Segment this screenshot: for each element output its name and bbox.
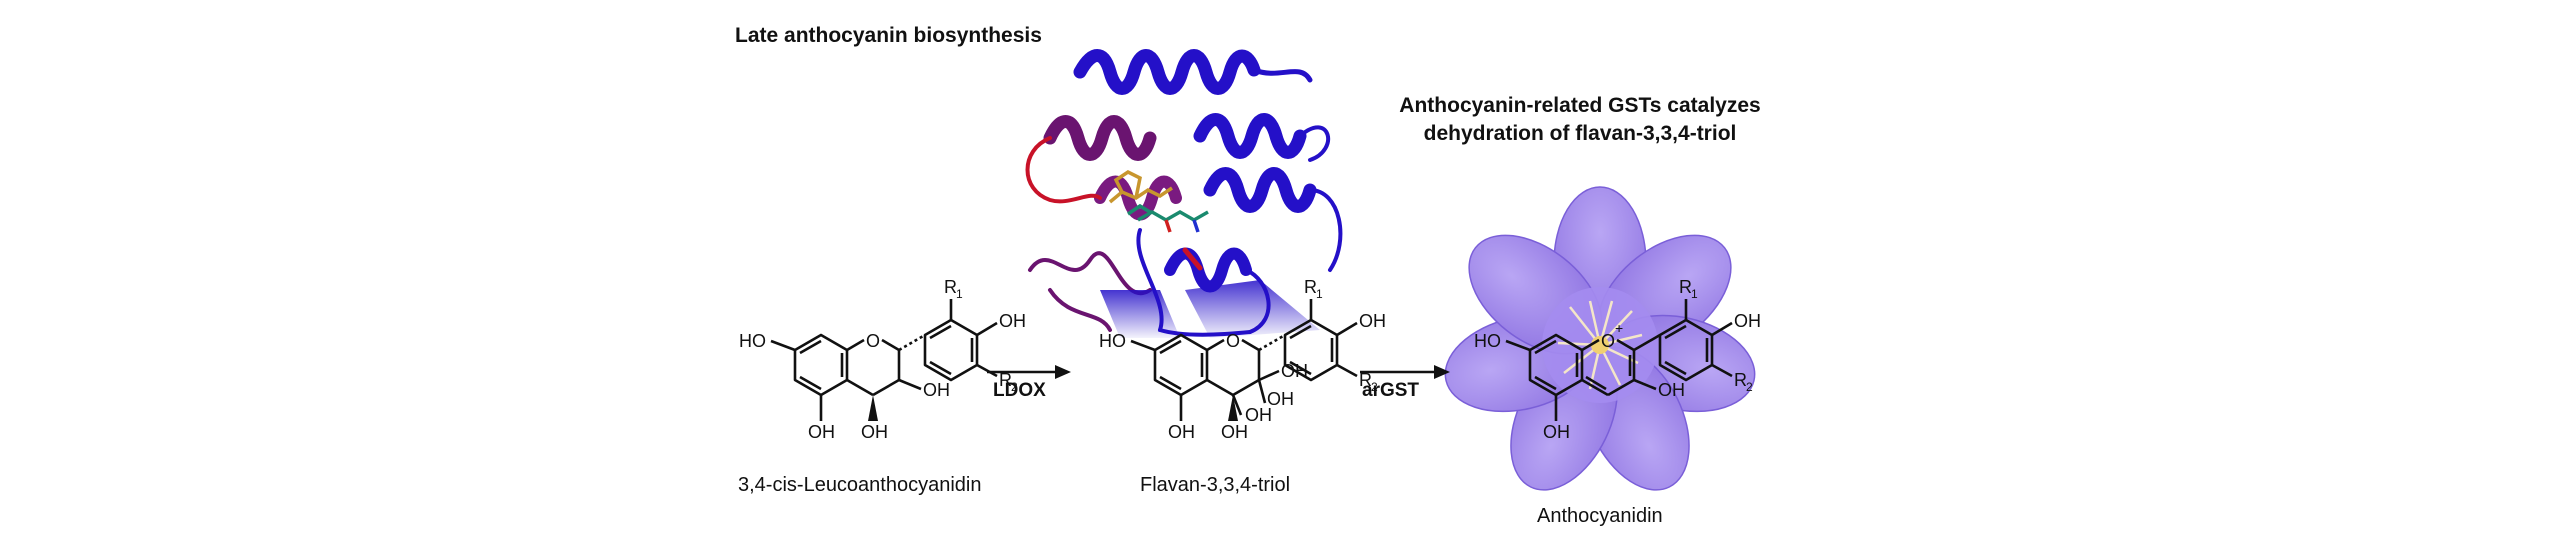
c3-oh3: OH bbox=[1658, 380, 1685, 400]
c1-r1: R bbox=[944, 277, 957, 297]
annotation-line-2: dehydration of flavan-3,3,4-triol bbox=[1423, 122, 1737, 145]
c1-oh5: OH bbox=[808, 422, 835, 442]
c2-r2: R bbox=[1359, 370, 1372, 390]
caption-anthocyanidin: Anthocyanidin bbox=[1537, 505, 1663, 527]
c1-oh3: OH bbox=[923, 380, 950, 400]
c2-oh3a: OH bbox=[1281, 361, 1308, 381]
c2-oh4b: OH bbox=[1245, 405, 1272, 425]
c3-oh4p: OH bbox=[1734, 311, 1761, 331]
c3-r1: R bbox=[1679, 277, 1692, 297]
c3-r2-sub: 2 bbox=[1746, 380, 1753, 394]
c2-r2-sub: 2 bbox=[1371, 380, 1378, 394]
c2-ho7: HO bbox=[1099, 331, 1126, 351]
compound-leucoanthocyanidin: HO OH OH OH O OH R 1 R 2 bbox=[739, 277, 1026, 442]
c3-oh5: OH bbox=[1543, 422, 1570, 442]
annotation-line-1: Anthocyanin-related GSTs catalyzes bbox=[1399, 94, 1761, 117]
c3-o1: O bbox=[1601, 331, 1615, 351]
c1-r1-sub: 1 bbox=[956, 287, 963, 301]
c1-o1: O bbox=[866, 331, 880, 351]
caption-flavan-triol: Flavan-3,3,4-triol bbox=[1140, 474, 1291, 496]
reaction-arrow-2 bbox=[1360, 365, 1450, 379]
annotation-title: Anthocyanin-related GSTs catalyzes dehyd… bbox=[1350, 92, 1810, 148]
enzyme-argst-label: arGST bbox=[1362, 380, 1420, 401]
compound-anthocyanidin: HO OH OH O + OH R 1 R 2 bbox=[1474, 277, 1761, 442]
c1-oh4p: OH bbox=[999, 311, 1026, 331]
figure-title: Late anthocyanin biosynthesis bbox=[735, 24, 1042, 47]
caption-leucoanthocyanidin: 3,4-cis-Leucoanthocyanidin bbox=[738, 474, 982, 496]
c3-plus: + bbox=[1615, 320, 1623, 336]
c3-ho7: HO bbox=[1474, 331, 1501, 351]
c2-oh4: OH bbox=[1221, 422, 1248, 442]
c1-r2: R bbox=[999, 370, 1012, 390]
c2-oh5: OH bbox=[1168, 422, 1195, 442]
gst-protein-ribbon-icon bbox=[1025, 49, 1343, 338]
compound-flavan-triol: HO OH OH OH OH OH O OH R 1 R 2 bbox=[1099, 277, 1386, 442]
c1-oh4: OH bbox=[861, 422, 888, 442]
c2-oh4p: OH bbox=[1359, 311, 1386, 331]
enzyme-ldox-label: LDOX bbox=[993, 380, 1046, 401]
c3-r2: R bbox=[1734, 370, 1747, 390]
c1-r2-sub: 2 bbox=[1011, 380, 1018, 394]
c2-r1: R bbox=[1304, 277, 1317, 297]
c2-r1-sub: 1 bbox=[1316, 287, 1323, 301]
c2-o1: O bbox=[1226, 331, 1240, 351]
c1-ho7: HO bbox=[739, 331, 766, 351]
c3-r1-sub: 1 bbox=[1691, 287, 1698, 301]
reaction-arrow-1 bbox=[987, 365, 1071, 379]
c2-oh3b: OH bbox=[1267, 389, 1294, 409]
